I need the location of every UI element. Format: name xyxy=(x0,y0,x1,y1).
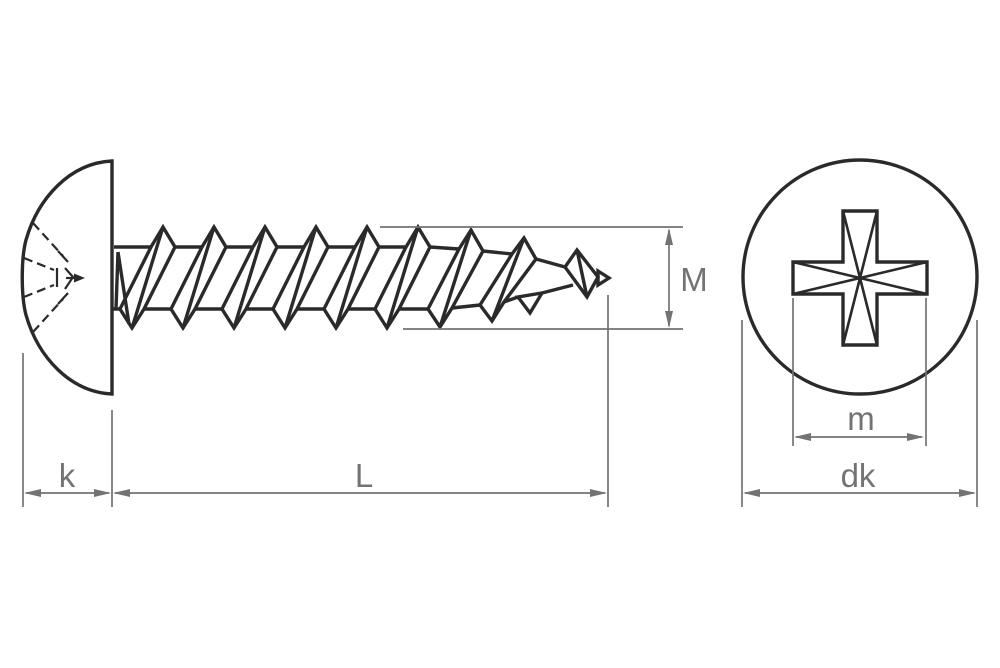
dimension-k: k xyxy=(22,353,113,507)
dk-dimension-label: dk xyxy=(841,457,876,494)
recess-center-arrowhead-icon xyxy=(74,273,85,283)
dimension-L: L xyxy=(113,295,609,507)
screw-head-front-view xyxy=(741,158,979,396)
k-dimension-label: k xyxy=(59,457,76,494)
screw-tip xyxy=(596,267,613,289)
screw-side-view xyxy=(20,159,613,396)
thread-end-diamond xyxy=(562,247,601,301)
dimension-dk: dk xyxy=(741,320,978,507)
l-dimension-label: L xyxy=(355,457,373,494)
recess-m-dimension-label: m xyxy=(847,400,875,437)
k-extension-lines xyxy=(22,353,113,507)
dimension-m: m xyxy=(792,298,927,446)
m-diameter-dimension-label: M xyxy=(680,261,708,298)
screw-thread xyxy=(113,223,613,332)
dk-extension-lines xyxy=(741,320,978,507)
pozidriv-recess-icon xyxy=(791,209,929,347)
m-diameter-extension-lines xyxy=(380,226,683,330)
thread-first-turn-at-head xyxy=(114,251,131,325)
dimension-M: M xyxy=(380,226,708,330)
thread-core-top-lines xyxy=(114,245,566,269)
thread-ridge-inner-lines xyxy=(130,226,526,329)
recess-bottom-bracket xyxy=(55,250,69,305)
recess-radial-dashed-lines xyxy=(23,222,64,333)
recess-m-extension-lines xyxy=(792,298,927,446)
recess-cross-spokes xyxy=(792,210,928,346)
hidden-recess-lines-icon xyxy=(23,222,85,333)
thread-ridges xyxy=(118,223,546,332)
